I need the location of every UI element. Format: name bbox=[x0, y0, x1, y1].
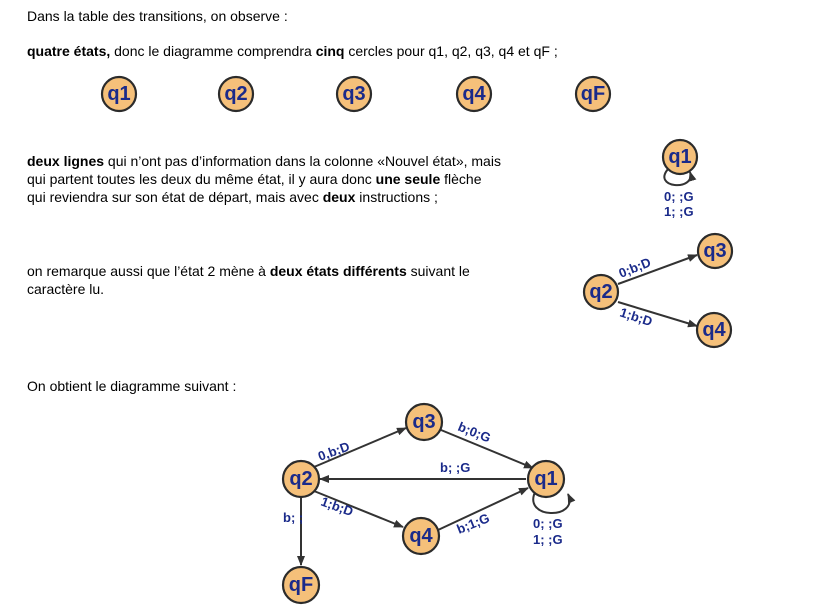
text: flèche bbox=[440, 171, 482, 187]
example-branch: q2 q3 q4 0;b;D 1;b;D bbox=[582, 232, 734, 349]
state-q3: q3 bbox=[404, 402, 444, 442]
edge-label-bottom: 1;b;D bbox=[618, 305, 654, 330]
intro-text: Dans la table des transitions, on observ… bbox=[27, 8, 288, 24]
state-label: q3 bbox=[342, 83, 365, 105]
arrow-q2-q3 bbox=[617, 254, 698, 285]
text: on remarque aussi que l’état 2 mène à bbox=[27, 263, 270, 279]
state-q4: q4 bbox=[401, 516, 441, 556]
state-label: q4 bbox=[702, 319, 726, 341]
text: cercles pour q1, q2, q3, q4 et qF ; bbox=[344, 43, 558, 59]
edge-label-q2-q4: 1;b;D bbox=[319, 494, 355, 519]
state-qF-circle: qF bbox=[574, 75, 612, 113]
bold-text: deux bbox=[322, 189, 356, 205]
state-circle bbox=[695, 311, 733, 349]
loop-label-1: 0; ;G bbox=[533, 516, 563, 531]
state-circle bbox=[696, 232, 734, 270]
edge-label-q2-q3: 0,b;D bbox=[316, 439, 352, 464]
paragraph-branch: on remarque aussi que l’état 2 mène à de… bbox=[27, 262, 470, 298]
example-self-loop: q1 0; ;G 1; ;G bbox=[661, 138, 699, 219]
edge-label-q3-q1: b;0;G bbox=[456, 419, 493, 446]
text: qui reviendra sur son état de départ, ma… bbox=[27, 189, 323, 205]
state-q1-circle: q1 bbox=[100, 75, 138, 113]
state-label: q1 bbox=[668, 146, 691, 168]
state-qF: qF bbox=[281, 565, 321, 605]
arrow-q4-q1 bbox=[437, 487, 529, 531]
text: qui n’ont pas d’information dans la colo… bbox=[104, 153, 501, 169]
conclusion-text: On obtient le diagramme suivant : bbox=[27, 378, 237, 394]
text: instructions ; bbox=[355, 189, 438, 205]
arrow-q2-q4 bbox=[617, 301, 698, 328]
state-q3-circle: q3 bbox=[335, 75, 373, 113]
loop-label-2: 1; ;G bbox=[533, 532, 563, 547]
state-label: q1 bbox=[534, 468, 557, 490]
text: suivant le bbox=[406, 263, 470, 279]
state-label: q4 bbox=[462, 83, 486, 105]
state-label: q4 bbox=[409, 525, 433, 547]
paragraph-loop: deux lignes qui n’ont pas d’information … bbox=[27, 152, 501, 206]
edge-label-q1-q2: b; ;G bbox=[440, 460, 470, 475]
state-row: q1 q2 q3 q4 qF bbox=[100, 75, 612, 113]
state-label: qF bbox=[581, 83, 605, 105]
loop-arrow bbox=[663, 167, 697, 186]
text: donc le diagramme comprendra bbox=[110, 43, 316, 59]
arrow-q2-q3 bbox=[313, 427, 407, 468]
edge-label-q2-qF: b; ; bbox=[283, 510, 303, 525]
loop-label-1: 0; ;G bbox=[664, 189, 694, 204]
bold-text: deux lignes bbox=[27, 153, 105, 169]
paragraph-states: quatre états, donc le diagramme comprend… bbox=[27, 42, 558, 60]
state-q4-circle: q4 bbox=[455, 75, 493, 113]
final-diagram: q2 q3 q1 q4 qF 0,b;D b;0;G b; ;G 1;b;D b… bbox=[281, 402, 576, 605]
state-circle bbox=[582, 273, 620, 311]
state-circle bbox=[661, 138, 699, 176]
state-q2: q2 bbox=[281, 459, 321, 499]
bold-text: cinq bbox=[315, 43, 345, 59]
arrow-q2-q4 bbox=[313, 490, 404, 528]
state-label: q2 bbox=[589, 281, 612, 303]
state-q1: q1 bbox=[526, 459, 566, 499]
state-label: qF bbox=[289, 574, 313, 596]
text: caractère lu. bbox=[27, 281, 105, 297]
state-q2-circle: q2 bbox=[217, 75, 255, 113]
state-label: q3 bbox=[412, 411, 435, 433]
loop-label-2: 1; ;G bbox=[664, 204, 694, 219]
state-label: q2 bbox=[224, 83, 247, 105]
state-label: q2 bbox=[289, 468, 312, 490]
arrow-q3-q1 bbox=[440, 429, 534, 469]
loop-arrow-q1 bbox=[532, 489, 576, 514]
text: qui partent toutes les deux du même état… bbox=[27, 171, 376, 187]
state-label: q3 bbox=[703, 240, 726, 262]
bold-text: quatre états, bbox=[27, 43, 111, 59]
bold-text: une seule bbox=[375, 171, 441, 187]
state-label: q1 bbox=[107, 83, 130, 105]
bold-text: deux états différents bbox=[269, 263, 407, 279]
